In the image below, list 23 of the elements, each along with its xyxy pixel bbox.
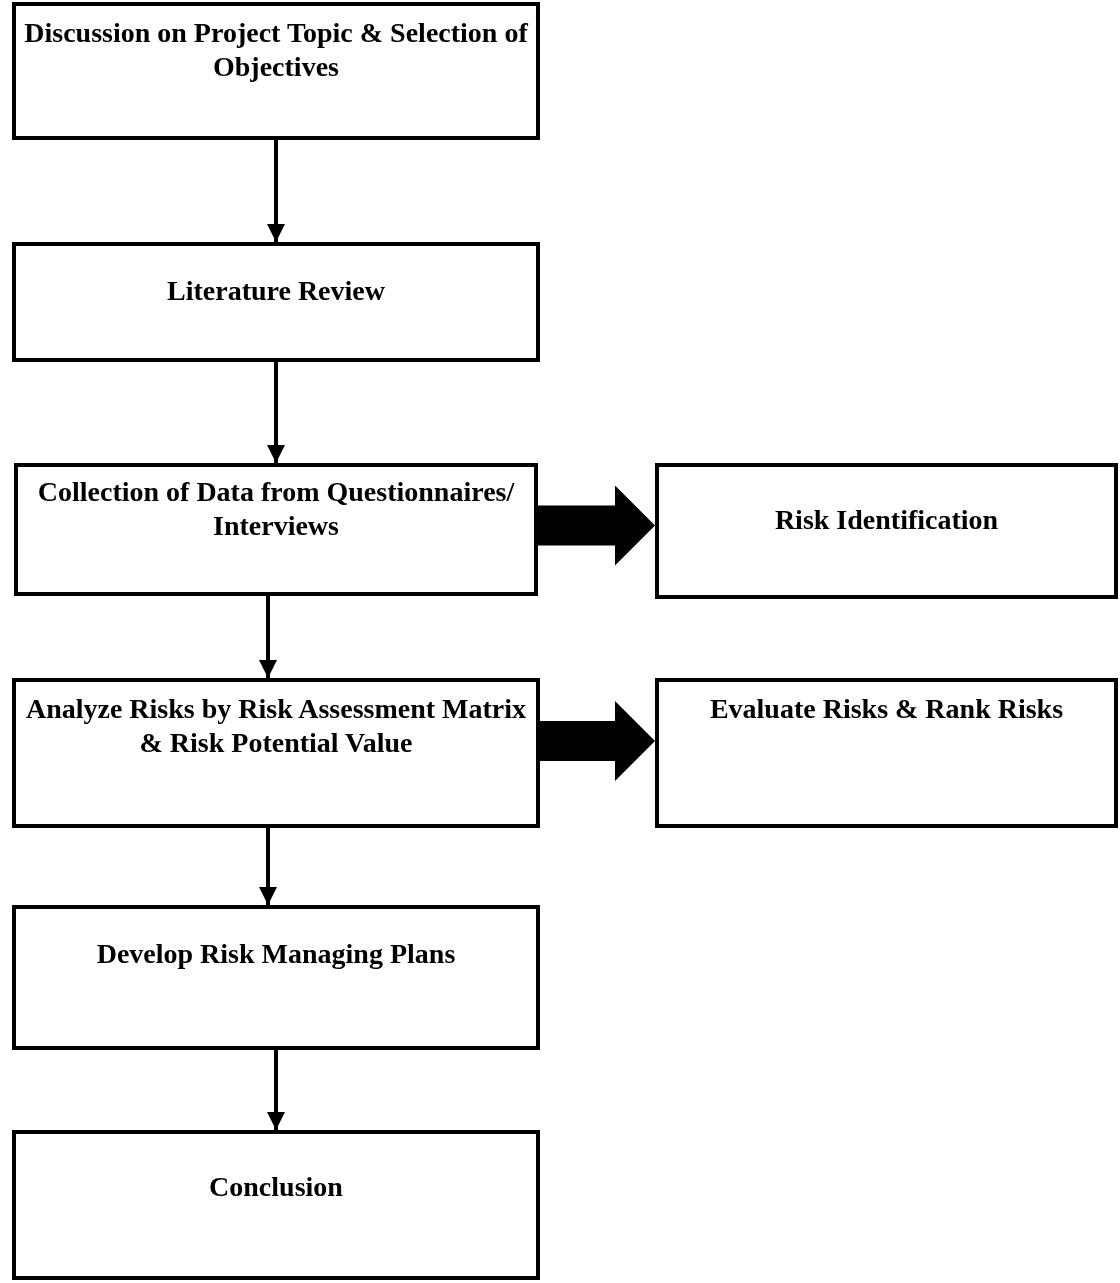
- process-box: [12, 678, 540, 828]
- box-label: Collection of Data from Questionnaires/ Interviews: [36, 475, 516, 543]
- box-label: Discussion on Project Topic & Selection of Objectives: [23, 16, 529, 84]
- process-box: [14, 463, 538, 596]
- box-label: Evaluate Risks & Rank Risks: [709, 692, 1064, 726]
- arrow: [267, 140, 285, 242]
- box-label: Develop Risk Managing Plans: [96, 937, 456, 971]
- process-box: [655, 678, 1118, 828]
- arrow: [259, 828, 277, 905]
- process-box: [12, 1130, 540, 1280]
- arrow: [267, 362, 285, 463]
- box-label: Risk Identification: [774, 503, 999, 537]
- box-label: Analyze Risks by Risk Assessment Matrix & Risk Potential Value: [24, 692, 528, 760]
- arrow: [259, 596, 277, 678]
- block-arrow: [538, 485, 655, 566]
- block-arrow: [540, 701, 655, 781]
- process-box: [12, 242, 540, 362]
- process-box: [12, 905, 540, 1050]
- box-label: Literature Review: [167, 274, 385, 308]
- arrow: [267, 1050, 285, 1130]
- process-box: [12, 2, 540, 140]
- box-label: Conclusion: [209, 1170, 343, 1204]
- process-box: [655, 463, 1118, 599]
